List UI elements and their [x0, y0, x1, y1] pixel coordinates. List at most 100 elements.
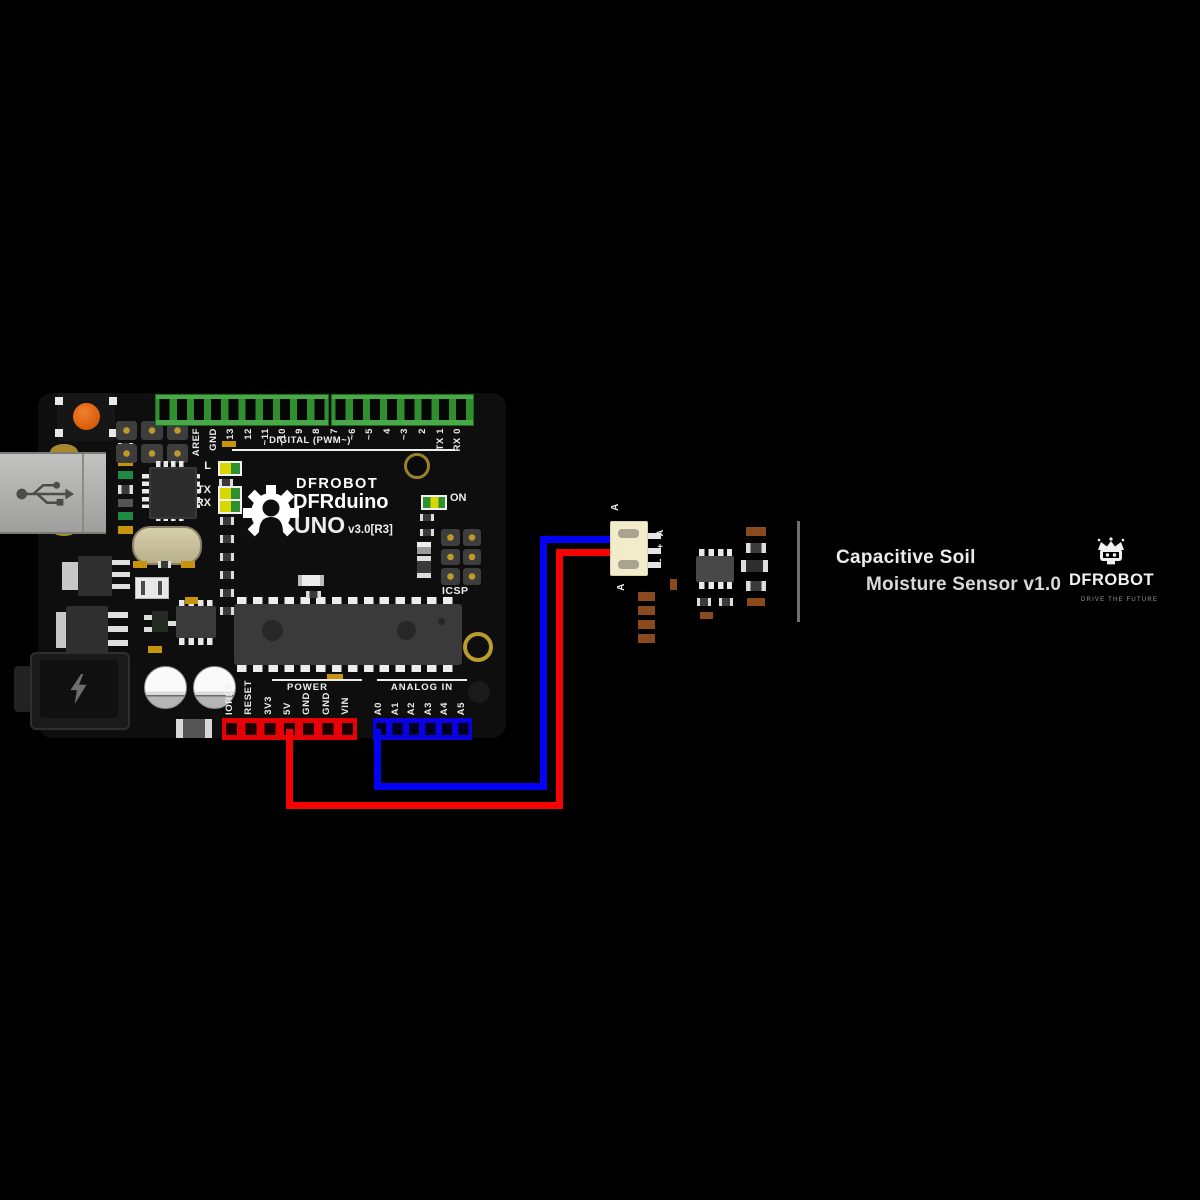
pin-label: - [655, 557, 666, 562]
mcu-pins [237, 663, 459, 672]
sensor-connector-pin [644, 533, 661, 539]
smd-capacitor [118, 471, 133, 479]
smd-diode [298, 575, 324, 586]
smd-resistor [420, 529, 434, 536]
pin-label: GND [301, 692, 313, 715]
pin-label: 3V3 [262, 696, 274, 715]
led-l-label: L [204, 460, 211, 472]
sensor-lower-label: A [616, 583, 627, 591]
mcu-mark [438, 618, 445, 625]
header-pin-pad [141, 444, 163, 463]
pin-label: + [655, 543, 666, 550]
smd-capacitor [700, 612, 713, 619]
signal-wire-segment [540, 536, 547, 790]
smd-capacitor [327, 674, 343, 681]
smd-resistor [741, 560, 768, 572]
chip-pins [156, 461, 186, 468]
connector-slot [618, 560, 639, 569]
mounting-hole [463, 632, 493, 662]
pin-label: A3 [422, 701, 434, 715]
usb-icon [16, 481, 75, 506]
pin-label: 2 [417, 428, 428, 434]
transistor-leg [144, 615, 153, 620]
smd-inductor [176, 719, 212, 738]
sensor-connector-pin [644, 548, 661, 554]
sensor-pin-labels: A+- [655, 529, 669, 575]
dfrobot-gear-logo [243, 485, 299, 547]
chip-pins [699, 549, 732, 556]
smd-resistor [746, 581, 766, 591]
reset-button [55, 393, 117, 441]
pin-label: IOREF [224, 682, 235, 715]
pin-label: 8 [311, 428, 323, 434]
pin-label: A5 [455, 701, 467, 715]
chip-pins [699, 582, 732, 589]
smd-resistor [220, 553, 234, 561]
mcu-pins [237, 597, 459, 606]
pin-label: 5V [281, 702, 293, 715]
header-pin-pad [462, 548, 481, 566]
button-pin [109, 429, 117, 437]
header-pin-pad [441, 529, 460, 546]
led-rx-label: RX [195, 497, 211, 509]
regulator-tab [62, 562, 78, 590]
signal-wire-segment [374, 729, 381, 790]
smd-capacitor [148, 646, 162, 653]
digital-header-left [155, 394, 329, 426]
reset-button-cap [73, 403, 100, 430]
analog-header [373, 718, 472, 740]
resistor-pack-band [141, 581, 145, 595]
regulator-leg [112, 584, 130, 589]
sensor-title-line2: Moisture Sensor v1.0 [866, 574, 1062, 595]
power-led [421, 495, 447, 510]
power-wire-segment [286, 729, 293, 809]
led-tx-label: TX [196, 484, 211, 496]
header-pin-pad [462, 529, 481, 546]
pin-label: A1 [389, 701, 401, 715]
board-revision: v3.0[R3] [348, 524, 393, 536]
smd-resistor [719, 598, 733, 606]
regulator-leg [108, 626, 128, 632]
smd-capacitor [222, 441, 236, 447]
dfrobot-robot-icon [1097, 537, 1125, 565]
regulator-tab [56, 612, 66, 648]
board-brand: DFROBOT [296, 476, 379, 492]
pin-label: TX 1 [434, 428, 446, 451]
analog-section-label: ANALOG IN [390, 682, 454, 693]
pin-label: 9 [294, 428, 306, 434]
smd-capacitor [181, 561, 195, 568]
smd-resistor [220, 607, 234, 615]
digital-section-label: DIGITAL (PWM~) [269, 435, 351, 446]
sensor-probe-divider [797, 521, 800, 622]
sensor-connector-pin [644, 562, 661, 568]
button-pin [55, 429, 63, 437]
board-model: DFRduino [293, 491, 389, 513]
barrel-jack-tab [14, 666, 32, 712]
pin-label: ~3 [399, 428, 411, 441]
electrolytic-capacitor [144, 666, 187, 709]
smd-resistor [118, 499, 133, 507]
usb-connector [0, 452, 106, 534]
transistor-leg [168, 621, 176, 626]
pin-label: 7 [329, 428, 340, 434]
smd-capacitor [670, 579, 677, 590]
electrolytic-capacitor [193, 666, 236, 709]
smd-capacitor [118, 526, 133, 534]
mcu-mark [397, 621, 416, 640]
sensor-brand-tagline: DRIVE THE FUTURE [1081, 597, 1159, 603]
pin-label: GND [320, 692, 332, 715]
chip-pins [142, 474, 149, 508]
board-series: UNO [294, 512, 346, 538]
power-section-label: POWER [287, 682, 328, 693]
smd-resistor [220, 589, 234, 597]
icsp-header [441, 529, 481, 585]
resistor-pack-band [158, 581, 162, 595]
voltage-regulator [78, 556, 112, 596]
smd-resistor [220, 571, 234, 579]
header-pin-pad [116, 421, 138, 440]
transistor [152, 611, 168, 632]
chip-pins [179, 638, 215, 645]
smd-resistor [219, 479, 233, 486]
